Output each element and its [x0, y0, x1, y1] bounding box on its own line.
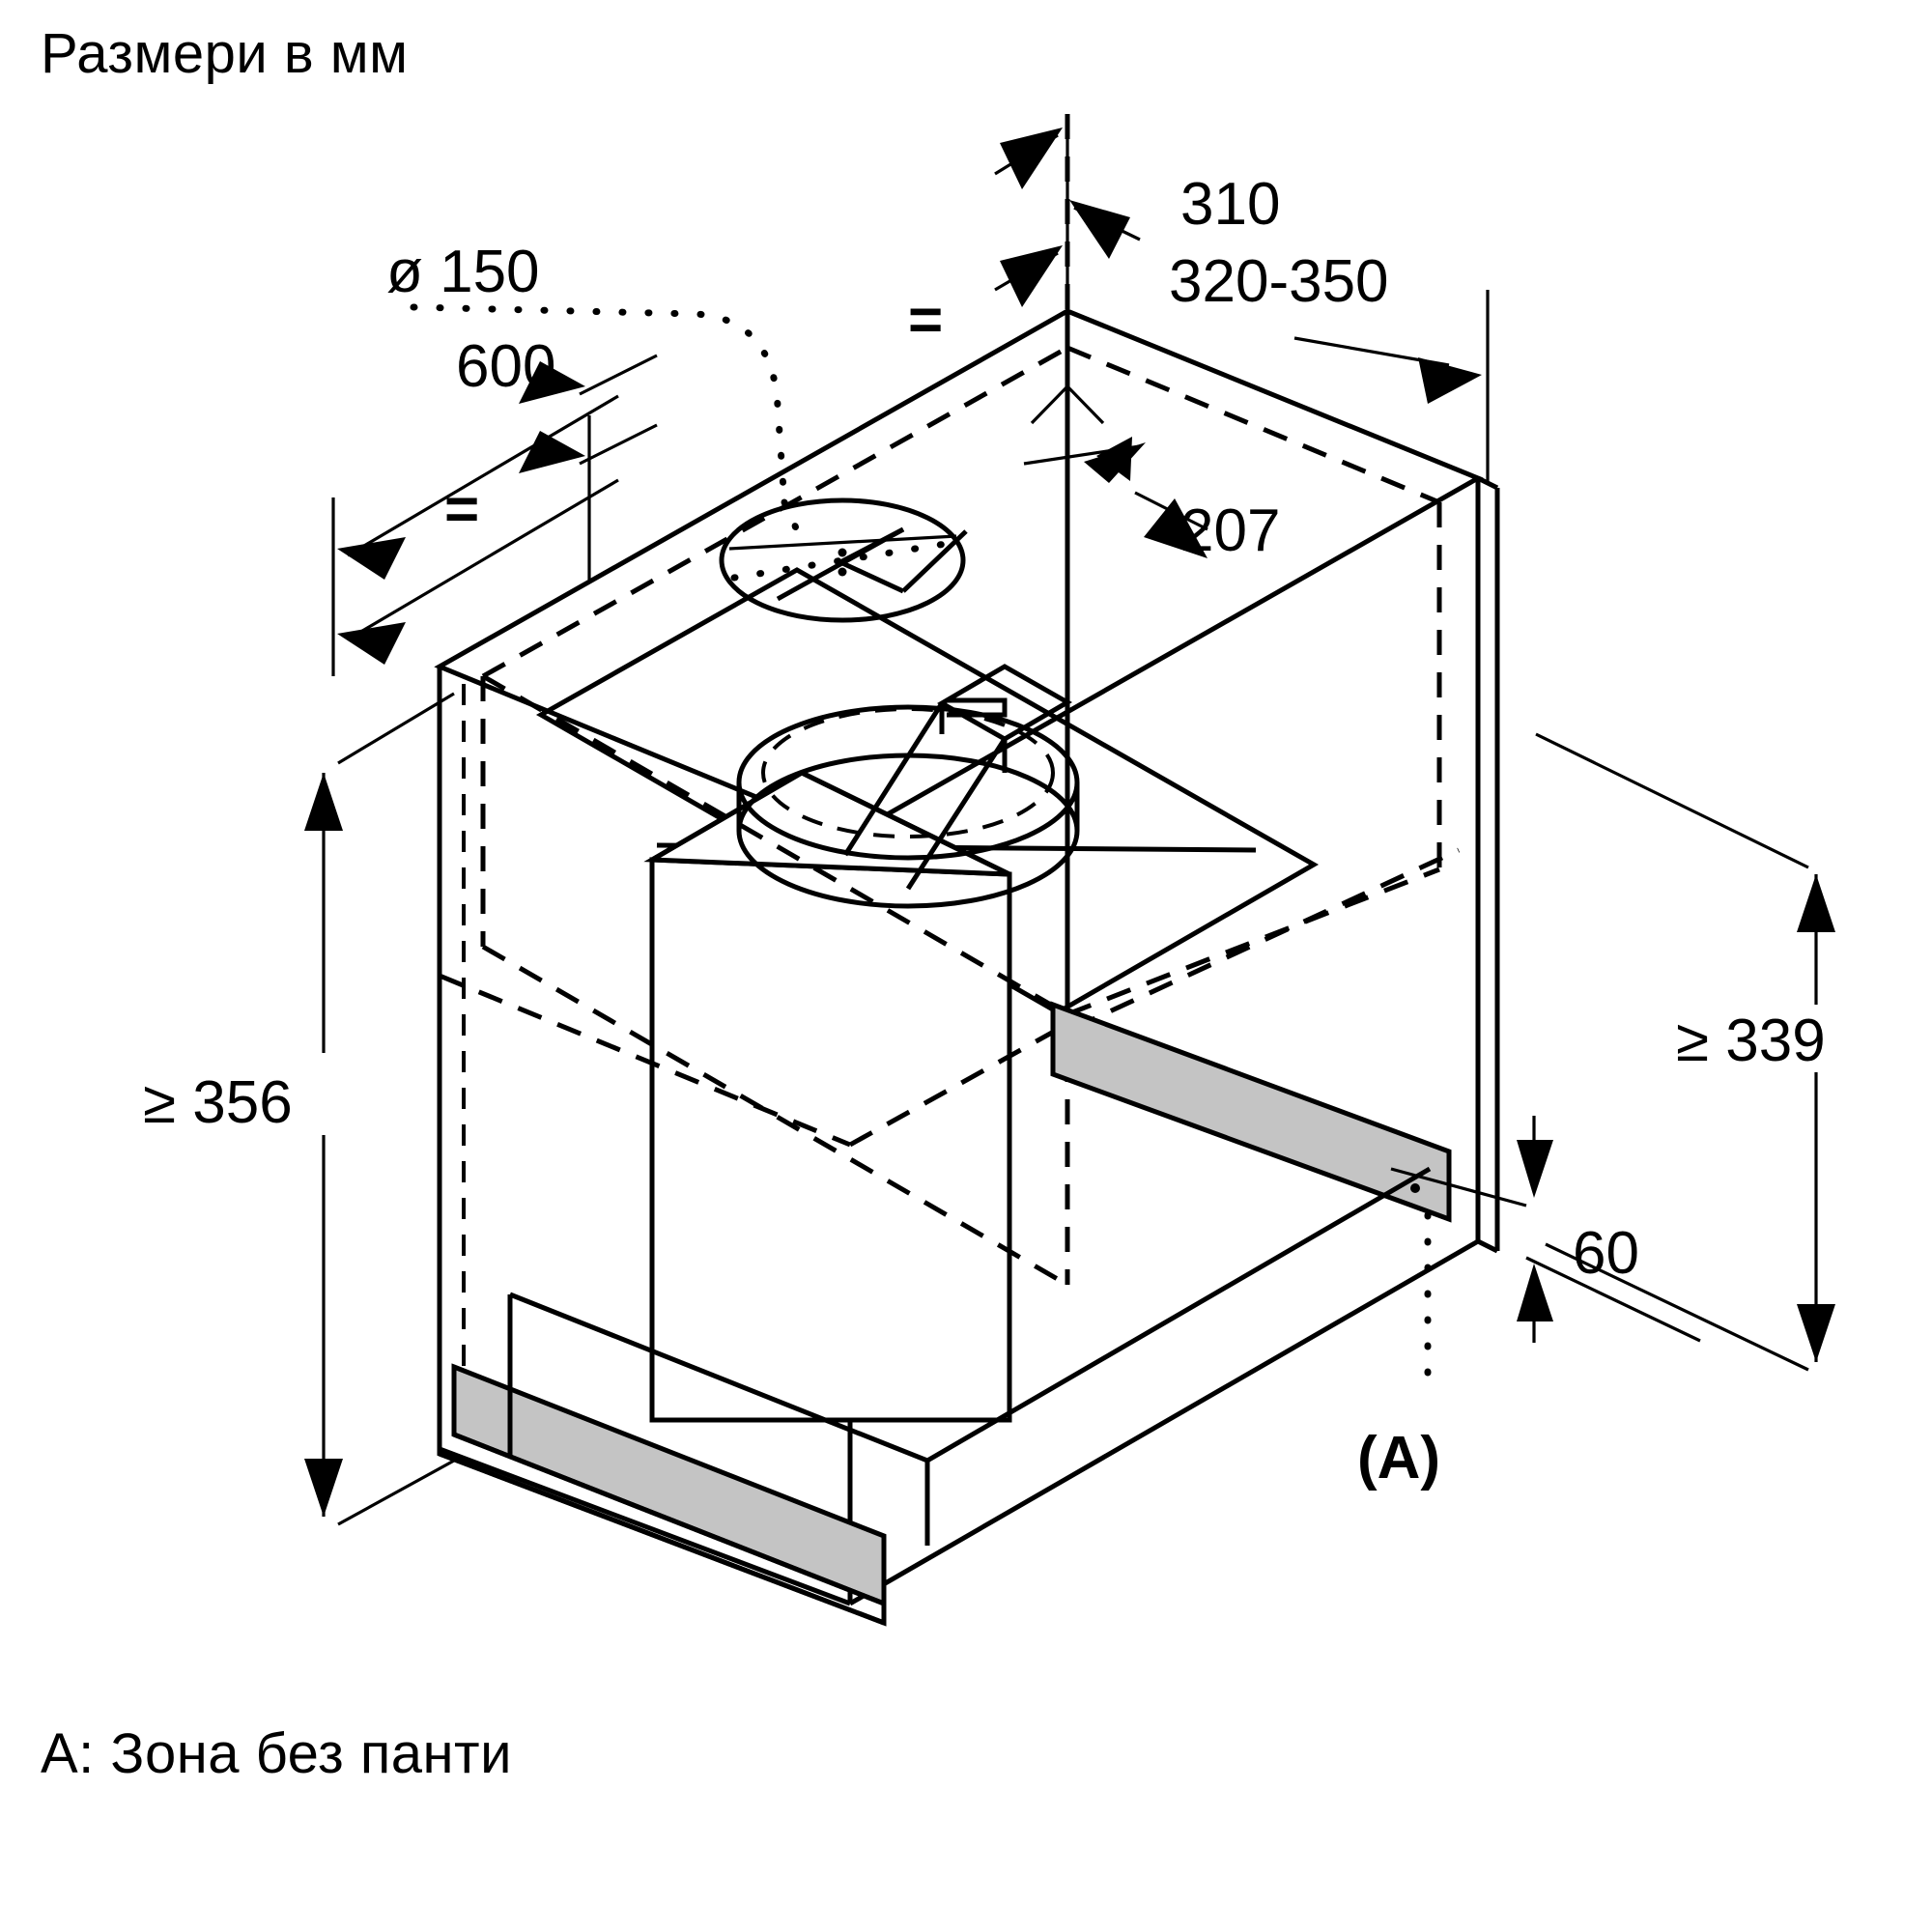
cabinet-inner-bottom — [507, 1166, 1432, 1546]
dimension-min-356: ≥ 356 — [143, 692, 455, 1526]
hood-chimney-box — [643, 770, 1012, 1423]
dimension-339-label: ≥ 339 — [1676, 1008, 1826, 1074]
footnote-zone-a: A: Зона без панти — [41, 1722, 513, 1785]
bottom-front-frame — [437, 1377, 887, 1627]
dimension-60: 60 — [1390, 1116, 1701, 1343]
cabinet-bottom-edges — [439, 1238, 1480, 1606]
dimension-356-label: ≥ 356 — [143, 1069, 293, 1136]
dimension-60-label: 60 — [1573, 1220, 1639, 1287]
dimension-320-350-label: 320-350 — [1169, 248, 1389, 315]
dimension-diameter-150: ø 150 — [386, 239, 806, 545]
dimension-207: 207 — [1023, 384, 1280, 618]
shaded-hinge-free-zone-right — [1050, 1001, 1452, 1223]
dimension-207-label: 207 — [1180, 497, 1280, 564]
dimension-320-350: 320-350 — [1169, 248, 1490, 483]
equal-mark-top: = — [908, 287, 943, 354]
dimension-150-label: ø 150 — [386, 239, 540, 305]
ceiling-outlet-circle — [719, 497, 968, 623]
dimension-310: 310 = — [908, 114, 1280, 354]
zone-a-marker: (A) — [1357, 1211, 1440, 1492]
equal-mark-left: = — [444, 476, 479, 543]
page-title: Размери в мм — [41, 22, 409, 85]
dimension-min-339: ≥ 339 — [1535, 732, 1835, 1372]
dimension-600-right-arrows — [519, 354, 658, 580]
duct-cylinder — [736, 701, 1080, 909]
zone-a-label: (A) — [1357, 1425, 1440, 1492]
dimension-310-second-arrow — [994, 245, 1063, 307]
hidden-construction-lines — [439, 345, 1461, 1439]
dimension-310-label: 310 — [1180, 171, 1280, 238]
